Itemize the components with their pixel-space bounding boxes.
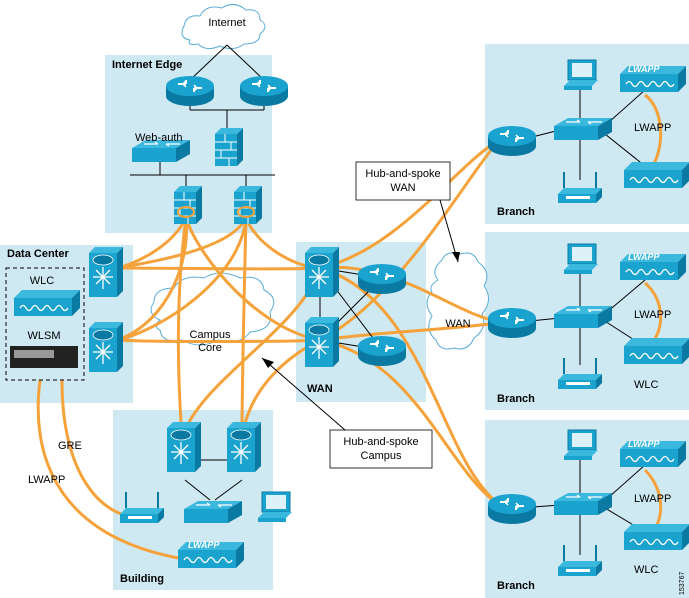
branch-router-icon: [487, 307, 537, 339]
wlc-label: WLC: [30, 275, 55, 287]
wlc-icon: [623, 337, 689, 365]
gre-label: GRE: [58, 440, 82, 452]
branch-switch-icon: [553, 117, 613, 141]
branch-lwapp-label-1: LWAPP: [634, 122, 671, 134]
lwapp-label: LWAPP: [28, 474, 65, 486]
pc-icon: [257, 491, 293, 523]
hub-spoke-wan-line1: Hub-and-spoke: [365, 168, 440, 180]
figure-id: 153767: [679, 572, 686, 595]
wan-cloud-label: WAN: [445, 318, 470, 330]
branch-label-3: Branch: [497, 580, 535, 592]
multilayer-switch-icon: [88, 321, 124, 373]
hub-spoke-campus-callout: [329, 429, 433, 469]
edge-router-icon: [239, 75, 289, 107]
branch-switch-icon: [553, 305, 613, 329]
building-distribution-switch-icon: [166, 421, 202, 473]
firewall-icon: [173, 185, 203, 225]
wan-router-icon: [357, 263, 407, 295]
internet-edge-label: Internet Edge: [112, 59, 182, 71]
wan-switch-icon: [304, 316, 340, 368]
web-auth-label: Web-auth: [135, 132, 183, 144]
internet-label: Internet: [208, 17, 245, 29]
access-switch-icon: [183, 500, 243, 524]
data-center-label: Data Center: [7, 248, 69, 260]
wlsm-label: WLSM: [28, 330, 61, 342]
branch-router-icon: [487, 125, 537, 157]
wlc-icon: [13, 289, 81, 317]
campus-core-label-2: Core: [198, 342, 222, 354]
firewall-icon: [214, 127, 244, 167]
lwapp-device-text: LWAPP: [628, 64, 661, 74]
wlc-icon: [623, 161, 689, 189]
lwapp-device-text: LWAPP: [188, 540, 221, 550]
branch-label-2: Branch: [497, 393, 535, 405]
internet-cloud-icon: [181, 4, 266, 50]
wan-zone-label: WAN: [307, 383, 333, 395]
hub-spoke-wan-line2: WAN: [390, 182, 415, 194]
building-distribution-switch-icon: [226, 421, 262, 473]
wlc-icon: [623, 523, 689, 551]
wan-cloud-icon: [426, 252, 489, 350]
wan-router-icon: [357, 335, 407, 367]
hub-spoke-campus-line1: Hub-and-spoke: [343, 436, 418, 448]
building-label: Building: [120, 573, 164, 585]
firewall-icon: [233, 185, 263, 225]
wlsm-module-box: [5, 267, 85, 381]
lwapp-device-text: LWAPP: [628, 439, 661, 449]
branch-router-icon: [487, 493, 537, 525]
wan-switch-icon: [304, 246, 340, 298]
lwapp-device-text: LWAPP: [628, 252, 661, 262]
branch-switch-icon: [553, 492, 613, 516]
branch-lwapp-label-2: LWAPP: [634, 309, 671, 321]
hub-spoke-wan-callout: [355, 161, 451, 201]
edge-router-icon: [165, 75, 215, 107]
branch-lwapp-label-3: LWAPP: [634, 493, 671, 505]
branch-wlc-label-3: WLC: [634, 564, 659, 576]
branch-wlc-label-2: WLC: [634, 379, 659, 391]
campus-core-label-1: Campus: [190, 329, 231, 341]
multilayer-switch-icon: [88, 246, 124, 298]
branch-label-1: Branch: [497, 206, 535, 218]
hub-spoke-campus-line2: Campus: [361, 450, 402, 462]
